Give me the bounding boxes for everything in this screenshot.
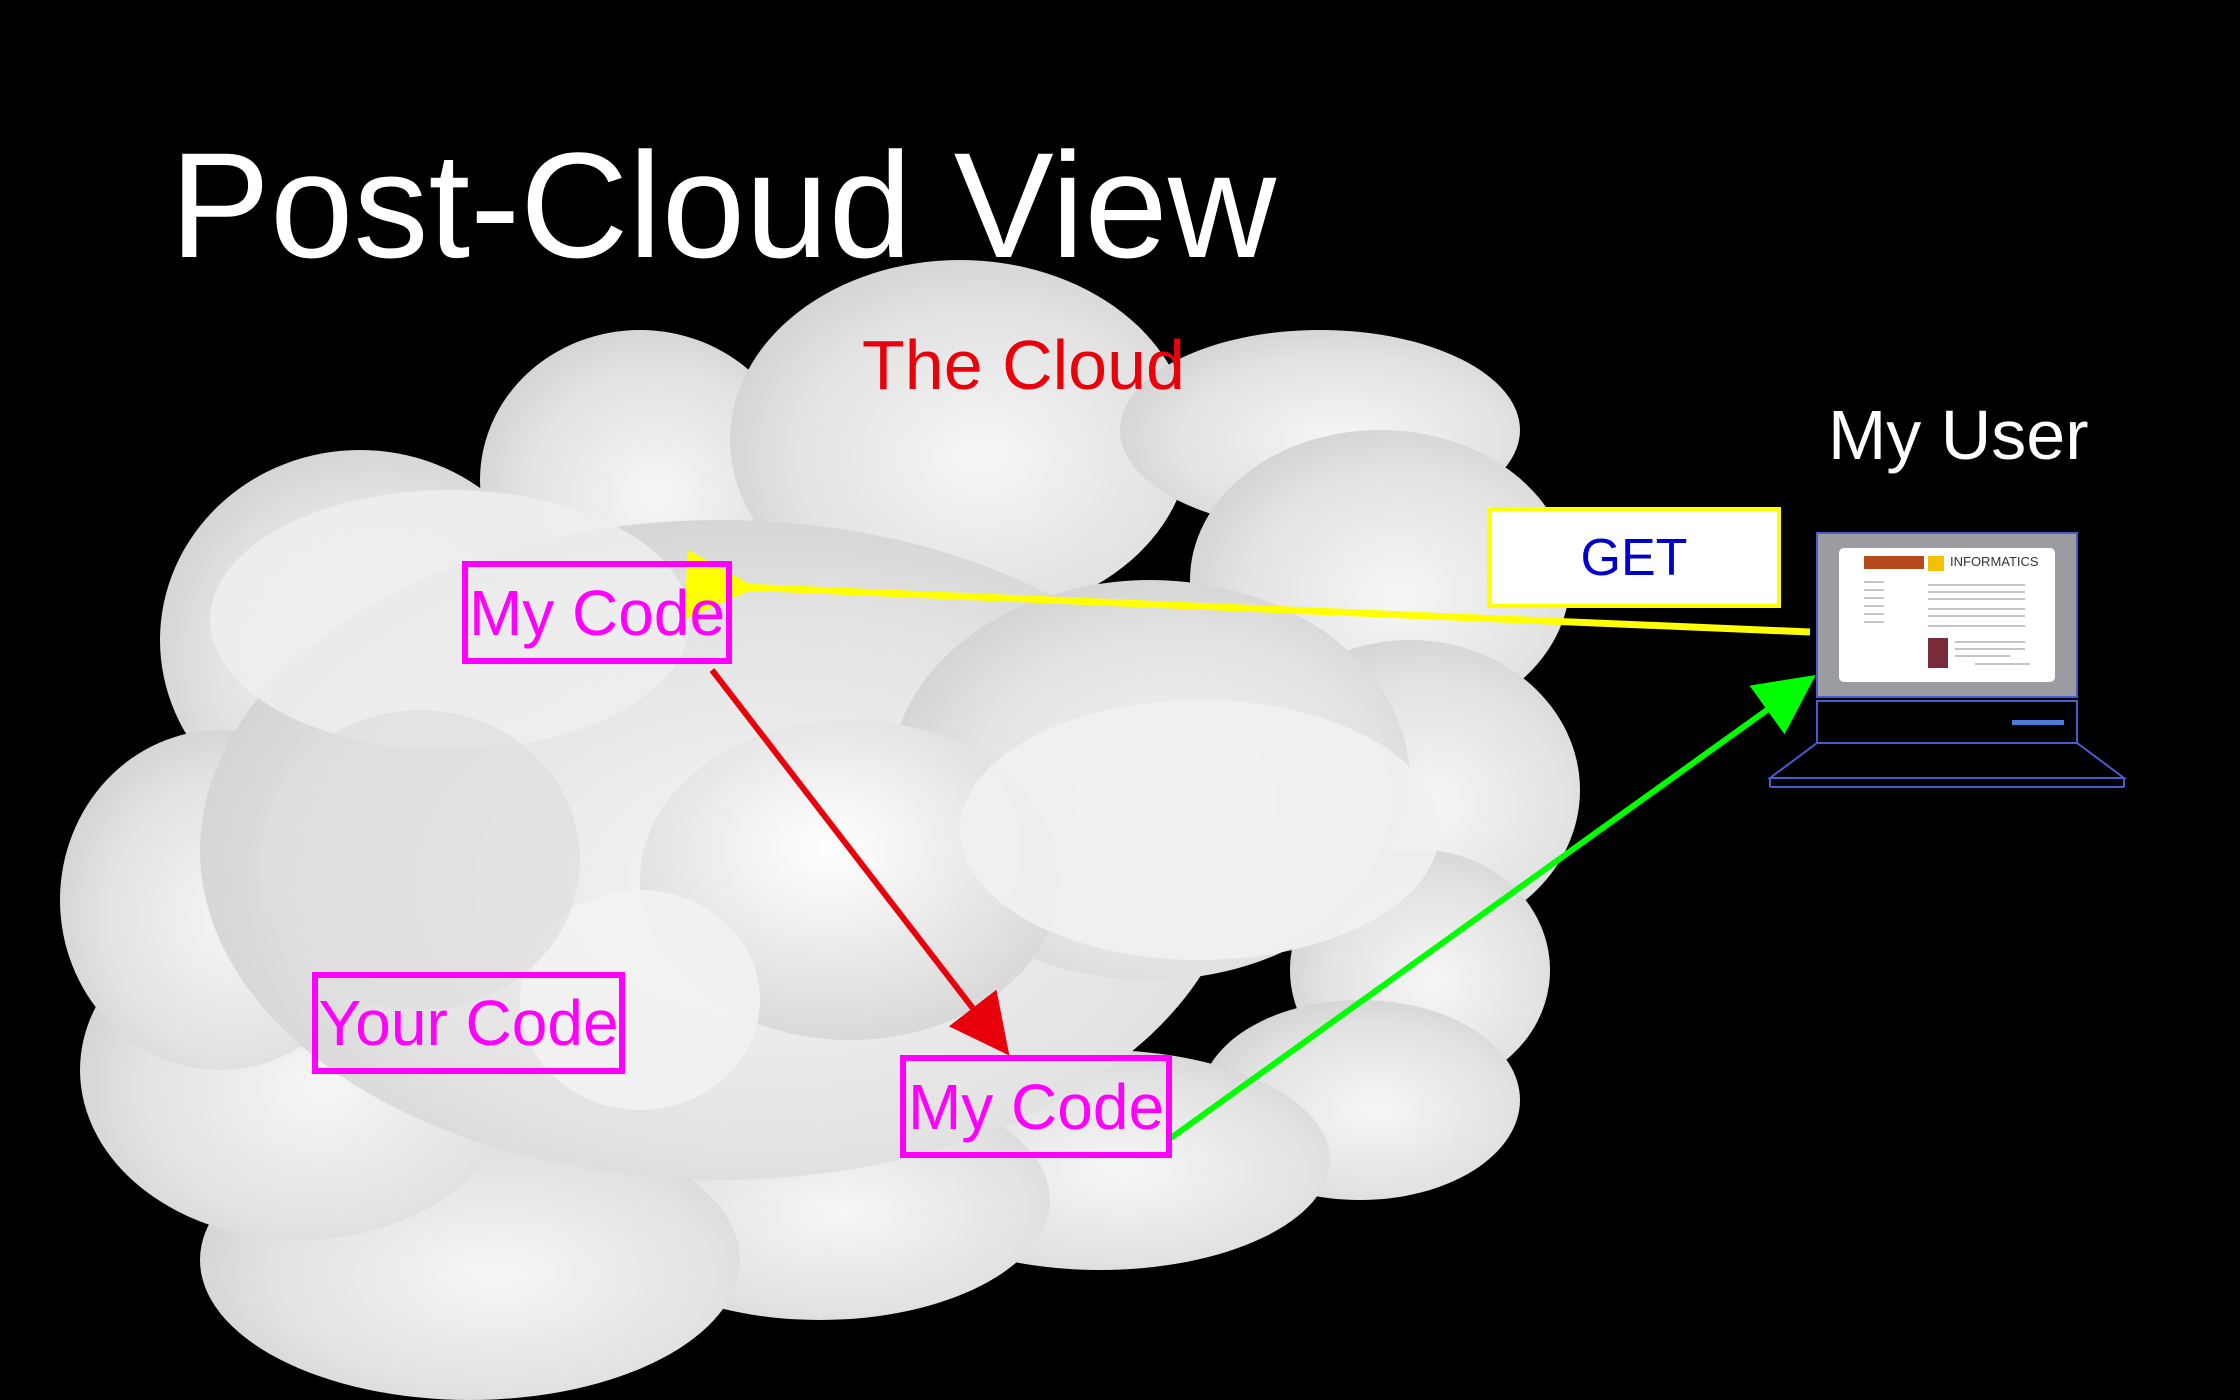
your-code-box: Your Code (312, 972, 625, 1074)
my-code-box-top-label: My Code (468, 576, 726, 649)
my-code-box-bottom: My Code (900, 1055, 1172, 1158)
get-request-arrow (684, 549, 1811, 636)
your-code-box-label: Your Code (318, 987, 619, 1059)
my-code-box-top: My Code (462, 561, 732, 664)
get-request-box: GET (1487, 507, 1781, 608)
cloud-label: The Cloud (862, 326, 1185, 404)
user-label: My User (1828, 396, 2089, 474)
my-code-box-bottom-label: My Code (907, 1070, 1165, 1143)
slide-title: Post-Cloud View (170, 121, 1277, 289)
laptop-screen-header: INFORMATICS (1950, 554, 2039, 569)
get-request-label: GET (1580, 528, 1688, 587)
internal-call-arrow (709, 668, 1010, 1056)
response-arrow (1166, 675, 1816, 1143)
laptop-icon: INFORMATICS (1766, 532, 2128, 788)
cloud-shape (60, 260, 1580, 1400)
